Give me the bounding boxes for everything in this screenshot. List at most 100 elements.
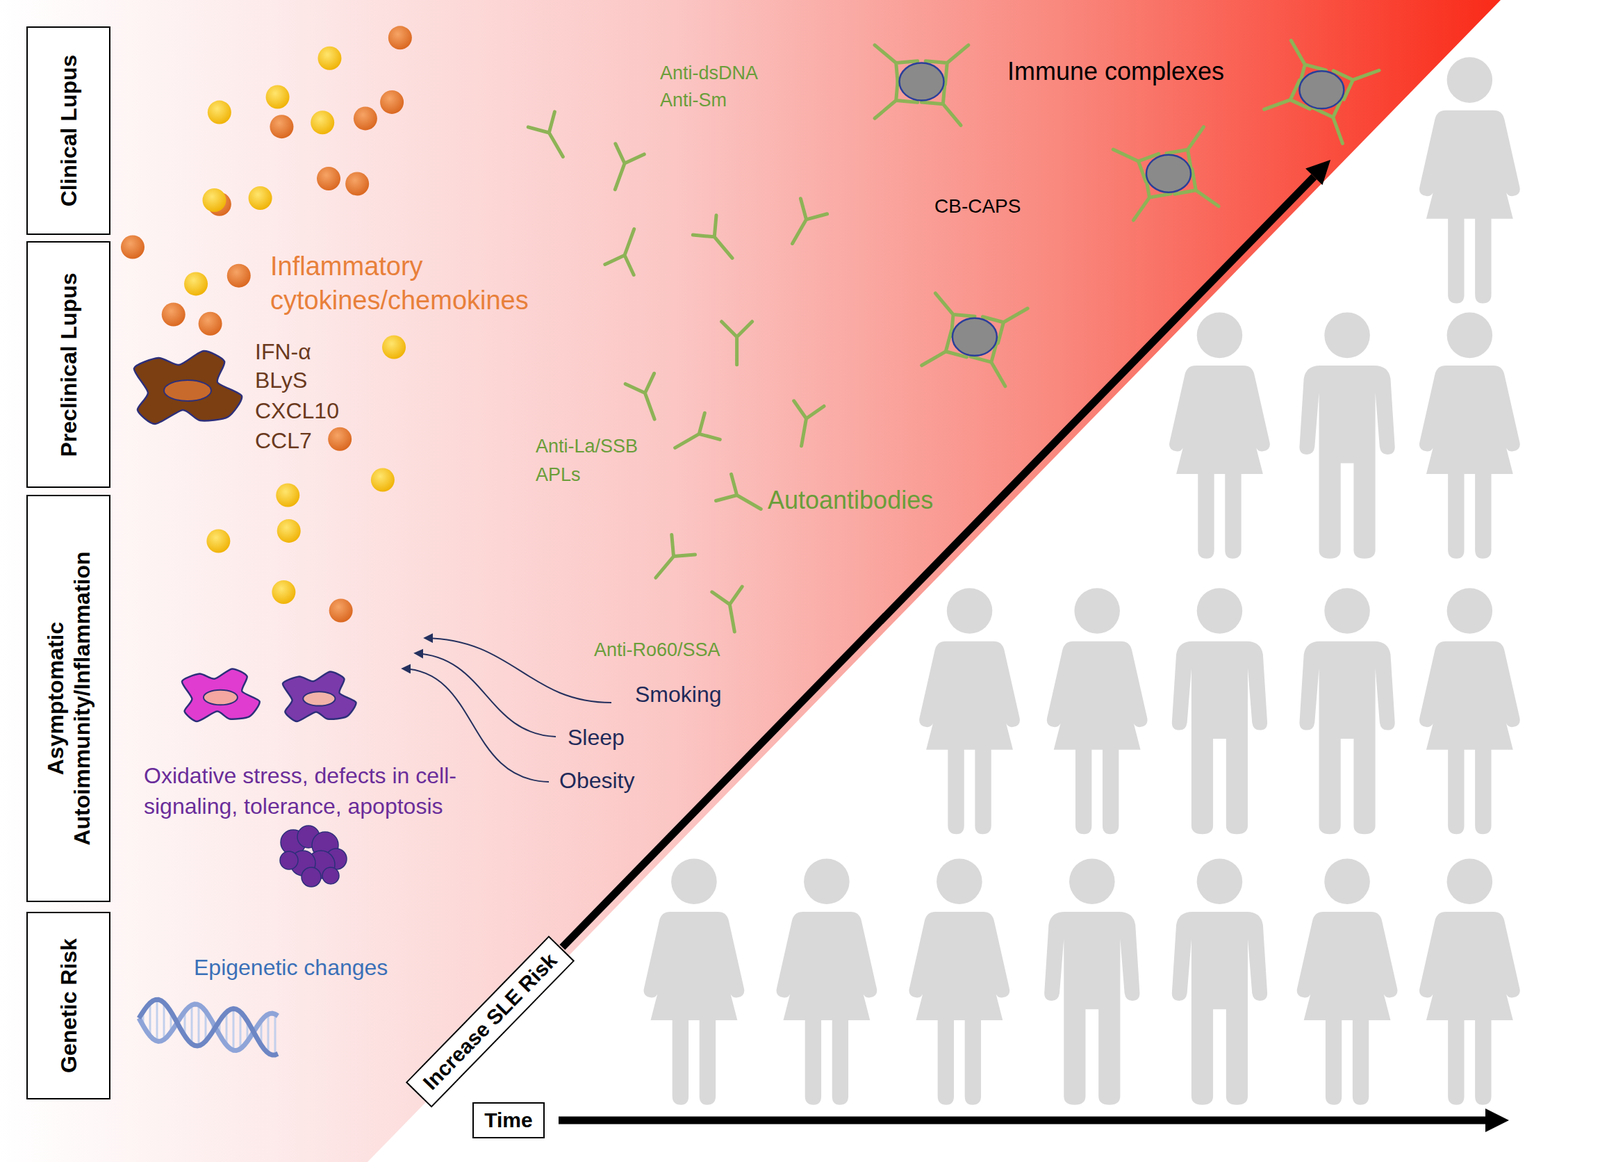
immune-complexes (864, 32, 1385, 394)
person-head (671, 858, 717, 905)
person-body (1044, 911, 1140, 1105)
dendritic-cell (134, 350, 242, 424)
stage-box: Asymptomatic Autoimmunity/Inflammation (26, 494, 111, 902)
immune-complex (864, 33, 979, 136)
dendritic-cell-body (134, 350, 242, 424)
dna-rung (163, 1002, 166, 1040)
box-label: Asymptomatic Autoimmunity/Inflammation (41, 501, 96, 895)
person-body (919, 641, 1020, 835)
cytokine-dot (353, 106, 378, 130)
dna-rung (156, 999, 159, 1041)
immune-cell-nucleus (302, 691, 335, 706)
dna-rung (198, 1004, 201, 1046)
antibody (692, 215, 745, 269)
risk-factor: Sleep (567, 723, 625, 753)
box-label: Genetic Risk (54, 918, 82, 1093)
factor-arrow (425, 637, 612, 703)
person-figure (776, 858, 878, 1105)
person-figure (1419, 312, 1521, 559)
person-head (946, 587, 993, 634)
antibody (786, 400, 824, 449)
person-figure (1297, 858, 1398, 1105)
person-body (1299, 365, 1395, 559)
box-label: Time (484, 1107, 533, 1133)
cytokine-dot (207, 100, 232, 125)
person-body (1172, 641, 1268, 835)
cytokine-dot (382, 334, 406, 359)
person-figure (1419, 587, 1521, 834)
time-arrow-head (1485, 1108, 1509, 1132)
group-label: Inflammatory cytokines/chemokines (270, 249, 576, 319)
immune-complex (914, 283, 1036, 394)
antibody (778, 198, 827, 252)
immune-complex (1258, 32, 1384, 149)
antibody (667, 412, 721, 461)
person-head (1324, 858, 1371, 905)
marker-name: CB-CAPS (934, 193, 1021, 219)
person-head (1447, 312, 1494, 359)
person-figure (1172, 858, 1268, 1105)
person-figure (644, 858, 745, 1105)
person-body (1419, 365, 1521, 559)
person-figure (1046, 587, 1148, 834)
person-head (1324, 312, 1371, 359)
cytokine-dot (269, 114, 294, 139)
risk-arrow-head (1305, 159, 1331, 185)
immune-cell-nucleus (203, 689, 238, 706)
dna-helix (138, 999, 278, 1055)
factor-arrows (402, 637, 612, 782)
risk-factor: Smoking (634, 680, 722, 710)
cytokine-dot (266, 85, 290, 110)
person-figure (908, 858, 1010, 1105)
people-figures (644, 56, 1521, 1104)
apoptotic-bleb (301, 867, 321, 887)
cytokine-dot (370, 467, 395, 492)
dna-rung (191, 1004, 194, 1044)
person-head (1197, 312, 1243, 359)
risk-arrow-shaft (562, 176, 1314, 947)
antigen (1146, 154, 1191, 193)
person-body (1046, 641, 1148, 835)
stage-box: Clinical Lupus (26, 26, 111, 235)
cytokine-dot (275, 482, 300, 507)
dna-strand (138, 999, 278, 1055)
person-head (1324, 587, 1371, 634)
cytokine-dot (120, 234, 145, 259)
risk-factor: Obesity (559, 766, 635, 796)
cytokine-dot (206, 529, 230, 554)
immune-cell-body (282, 671, 357, 722)
cytokine-dot (380, 90, 404, 114)
person-figure (1169, 312, 1270, 559)
person-head (1074, 587, 1120, 634)
apoptotic-cell (279, 825, 347, 887)
antibody (625, 373, 670, 424)
cytokine-dot (277, 518, 301, 543)
person-head (1069, 858, 1116, 905)
person-head (1197, 858, 1243, 905)
person-body (1419, 110, 1521, 304)
stage-box: Genetic Risk (26, 911, 111, 1100)
autoantibody-name: APLs (535, 462, 581, 488)
dna-rung (267, 1013, 270, 1053)
person-body (1419, 911, 1521, 1105)
person-figure (1419, 858, 1521, 1105)
cytokine-dot (248, 186, 273, 210)
cytokine-dot (316, 166, 341, 191)
antibody (605, 223, 649, 275)
antigen (1299, 70, 1344, 109)
person-figure (1044, 858, 1140, 1105)
person-body (1169, 365, 1270, 559)
cytokine-dot (329, 598, 353, 622)
cytokine-name: BLyS (254, 366, 308, 396)
immune-complex (1106, 118, 1228, 230)
box-label: Clinical Lupus (54, 33, 82, 228)
person-figure (1299, 312, 1395, 559)
antibody (600, 143, 645, 195)
antibody (716, 473, 770, 522)
autoantibody-name: Anti-La/SSB (535, 434, 638, 459)
time-axis-box: Time (472, 1101, 545, 1138)
person-body (908, 911, 1010, 1105)
person-figure (1172, 587, 1268, 834)
antibody (528, 111, 576, 165)
person-head (1447, 587, 1494, 634)
